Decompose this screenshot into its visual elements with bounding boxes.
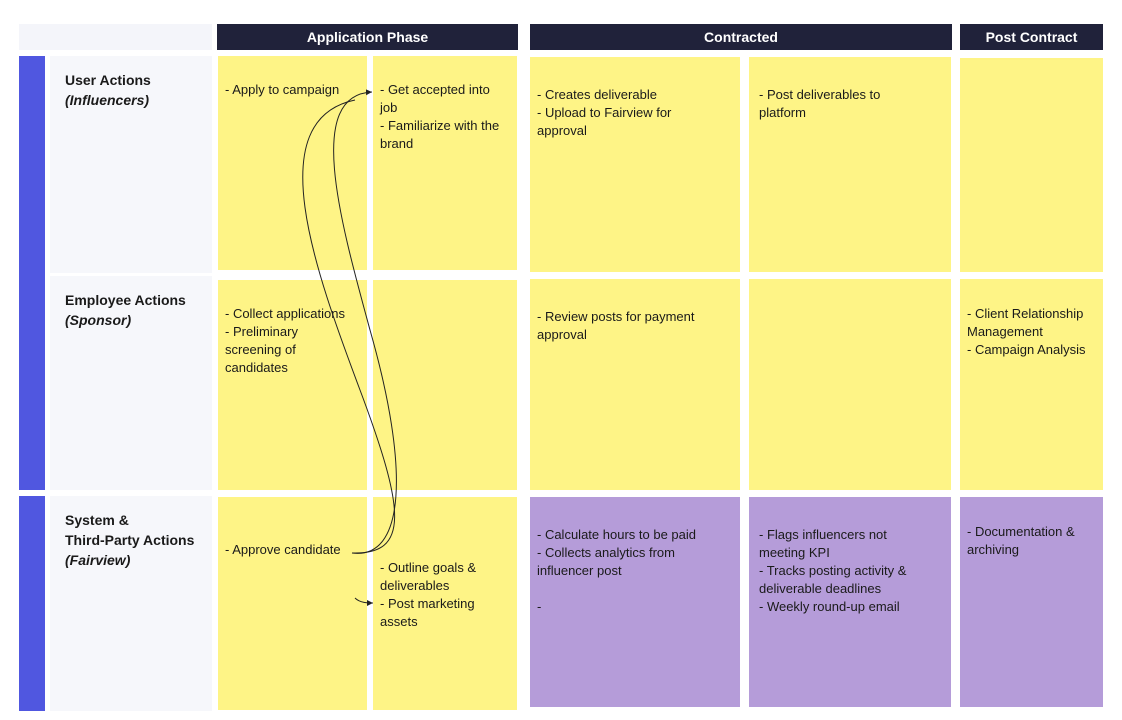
row-title-line-1: System & <box>65 512 129 528</box>
header-contracted: Contracted <box>530 24 952 50</box>
sticky-note-employee-contracted-empty[interactable] <box>749 279 951 490</box>
row-title: User Actions <box>65 72 151 88</box>
actor-bar-system <box>19 496 45 711</box>
row-subtitle: (Fairview) <box>65 552 131 568</box>
header-post-contract: Post Contract <box>960 24 1103 50</box>
sticky-note-documentation[interactable]: - Documentation & archiving <box>960 497 1103 707</box>
row-subtitle: (Sponsor) <box>65 312 132 328</box>
sticky-note-employee-empty[interactable] <box>373 280 517 490</box>
sticky-note-user-post-contract[interactable] <box>960 58 1103 272</box>
header-application-phase: Application Phase <box>217 24 518 50</box>
sticky-note-flags-influencers[interactable]: - Flags influencers not meeting KPI - Tr… <box>749 497 951 707</box>
sticky-note-approve-candidate[interactable]: - Approve candidate <box>218 497 367 710</box>
sticky-note-collect-applications[interactable]: - Collect applications - Preliminary scr… <box>218 280 367 490</box>
row-title: Employee Actions <box>65 292 186 308</box>
row-label-system-actions: System & Third-Party Actions (Fairview) <box>50 496 212 711</box>
sticky-note-client-relationship[interactable]: - Client Relationship Management - Campa… <box>960 279 1103 490</box>
sticky-note-review-posts[interactable]: - Review posts for payment approval <box>530 279 740 490</box>
sticky-note-post-deliverables[interactable]: - Post deliverables to platform <box>749 57 951 272</box>
sticky-note-apply-campaign[interactable]: - Apply to campaign <box>218 56 367 270</box>
header-corner <box>19 24 212 50</box>
row-subtitle: (Influencers) <box>65 92 150 108</box>
sticky-note-create-deliverable[interactable]: - Creates deliverable - Upload to Fairvi… <box>530 57 740 272</box>
sticky-note-calculate-hours[interactable]: - Calculate hours to be paid - Collects … <box>530 497 740 707</box>
sticky-note-outline-goals[interactable]: - Outline goals & deliverables - Post ma… <box>373 497 517 710</box>
actor-bar-user-employee <box>19 56 45 490</box>
row-label-user-actions: User Actions (Influencers) <box>50 56 212 273</box>
sticky-note-get-accepted[interactable]: - Get accepted into job - Familiarize wi… <box>373 56 517 270</box>
row-title-line-2: Third-Party Actions <box>65 532 195 548</box>
row-label-employee-actions: Employee Actions (Sponsor) <box>50 276 212 490</box>
